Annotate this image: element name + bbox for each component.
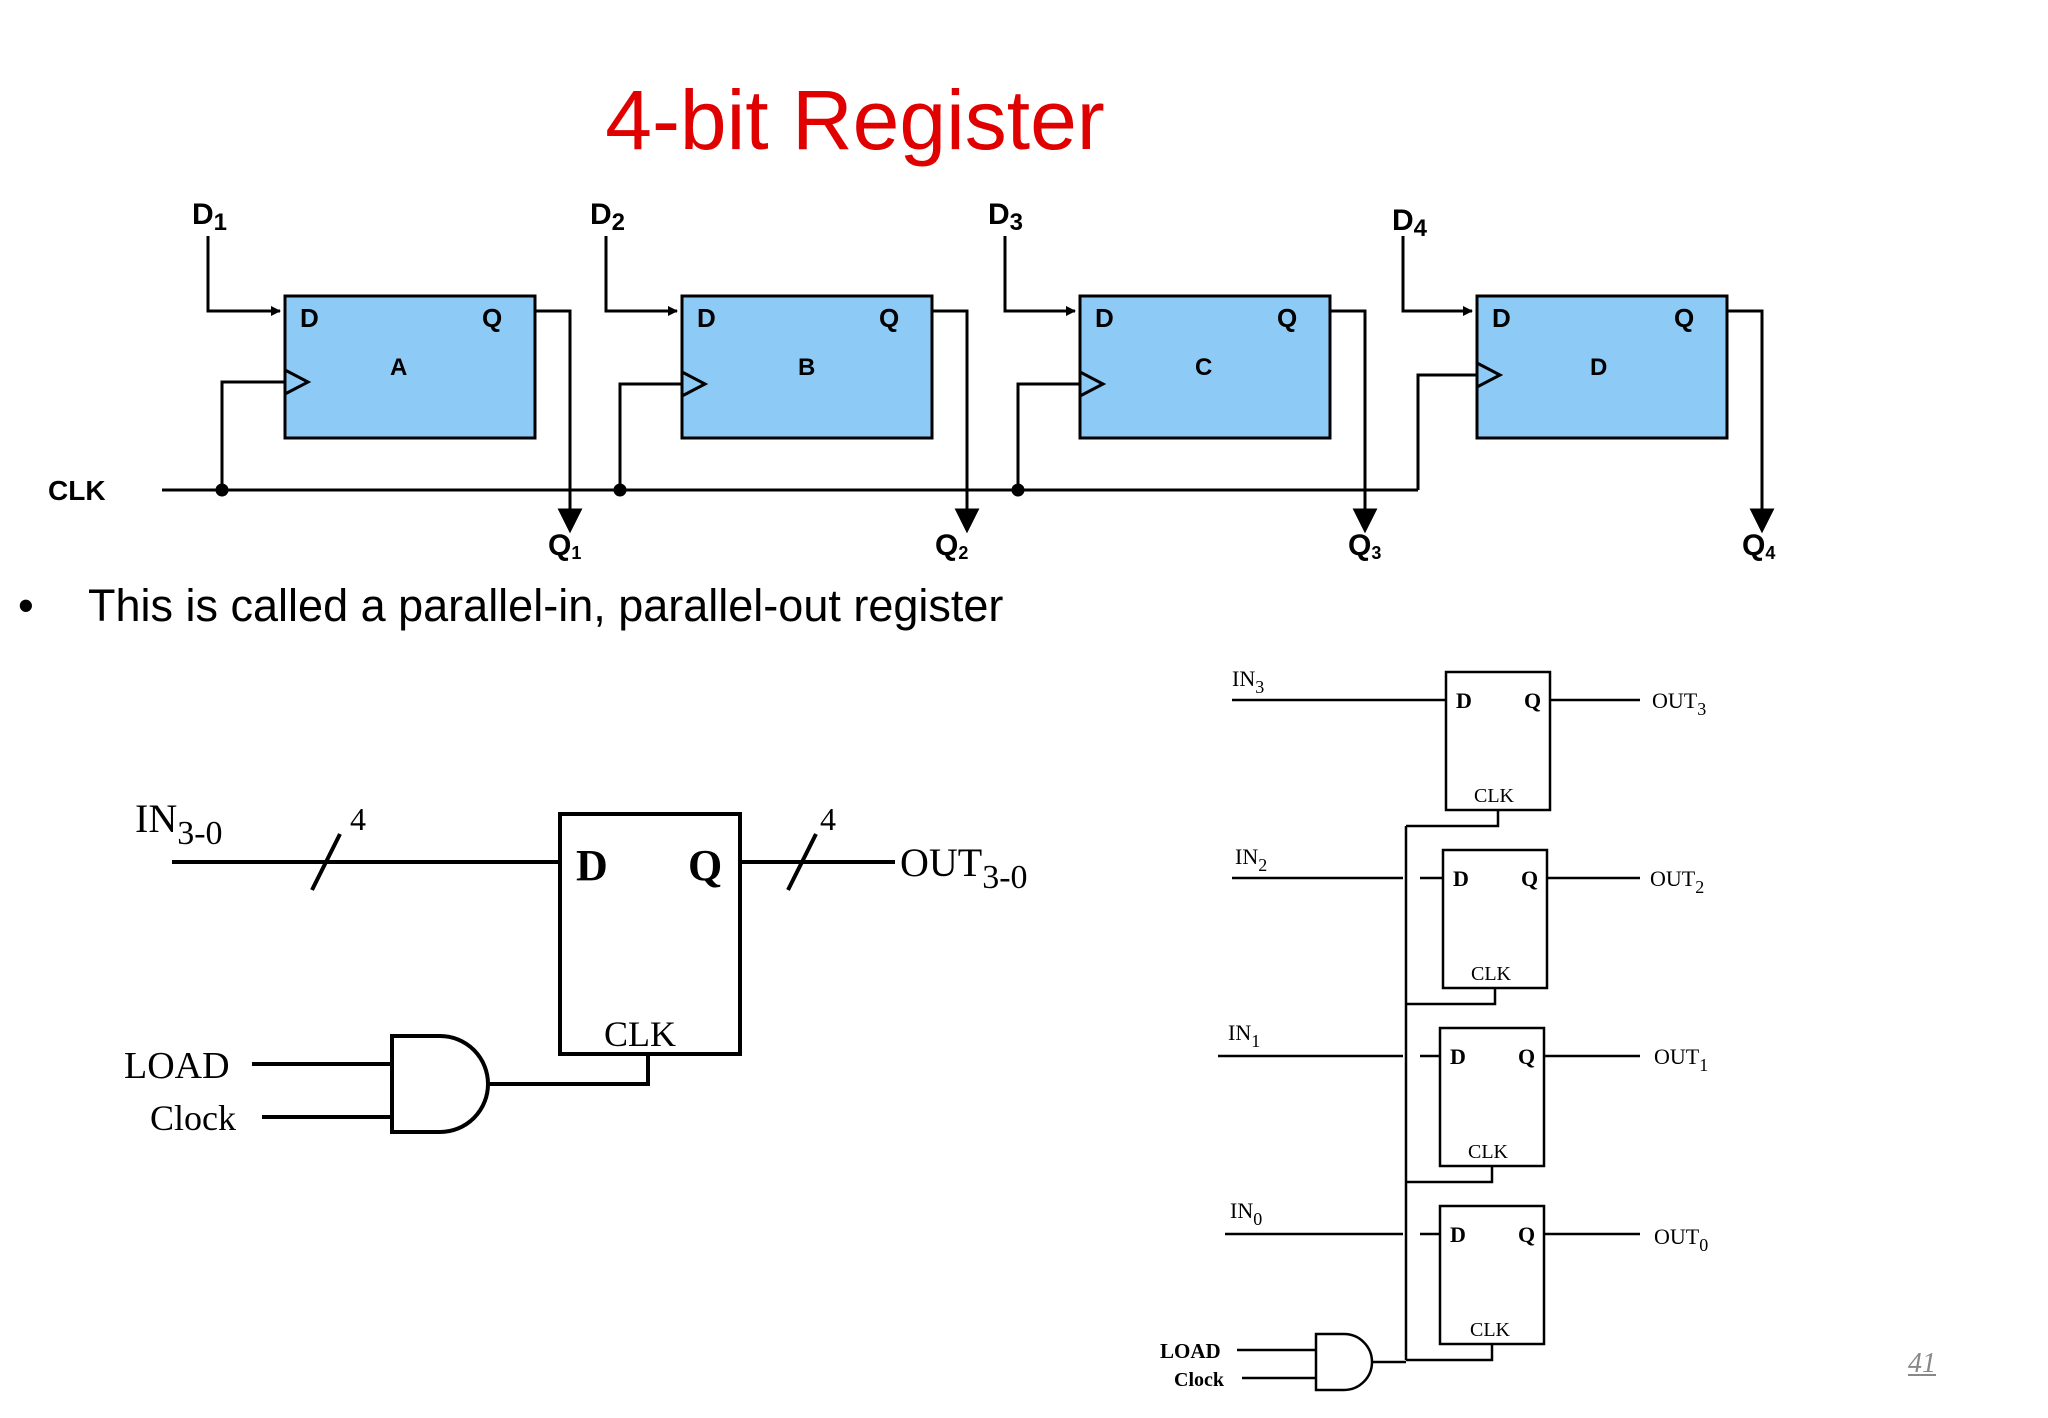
clk-a-wire <box>220 380 285 490</box>
and-gate <box>390 1034 490 1134</box>
block-clock-label: Clock <box>150 1098 236 1138</box>
clk-a-triangle <box>284 368 312 396</box>
detail-in3-label: IN3 <box>1232 666 1264 697</box>
detail-ff0-q-port: Q <box>1518 1222 1535 1247</box>
block-output-label: OUT3-0 <box>900 840 1028 896</box>
q2-wire <box>932 309 969 518</box>
flipflop-c-d-port: D <box>1095 303 1114 333</box>
clk1-tap <box>1406 1166 1494 1184</box>
block-d-port: D <box>576 841 608 890</box>
input-label-d3: D3 <box>988 198 1023 236</box>
clk-c-triangle <box>1079 370 1107 398</box>
q2-arrow <box>954 508 980 534</box>
q1-wire <box>535 309 572 518</box>
clk-c-wire <box>1016 382 1080 490</box>
clk2-tap <box>1406 988 1497 1006</box>
detail-ff2-d-port: D <box>1453 866 1469 891</box>
detail-in0-label: IN0 <box>1230 1198 1262 1229</box>
output-label-q4: Q4 <box>1742 529 1775 563</box>
block-load-label: LOAD <box>124 1045 230 1087</box>
flipflop-b-q-port: Q <box>879 303 899 333</box>
detail-ff3-d-port: D <box>1456 688 1472 713</box>
detail-out3-label: OUT3 <box>1652 688 1706 719</box>
top-register-labels: CLK D1 D2 D3 D4 D Q A D Q B D Q C D Q D … <box>48 198 1775 563</box>
d2-wire <box>604 236 678 316</box>
detail-out1-label: OUT1 <box>1654 1044 1708 1075</box>
q3-wire <box>1330 309 1367 518</box>
flipflop-a-q-port: Q <box>482 303 502 333</box>
detail-ff1-d-port: D <box>1450 1044 1466 1069</box>
clk0-tap <box>1406 1344 1494 1362</box>
bullet-point: • This is called a parallel-in, parallel-… <box>18 580 1003 632</box>
detail-ff2-q-port: Q <box>1521 866 1538 891</box>
detail-ff2-clk-port: CLK <box>1471 963 1512 985</box>
gate-to-clk-wire <box>488 1054 650 1086</box>
q3-arrow <box>1352 508 1378 534</box>
detail-ff0-clk-port: CLK <box>1470 1319 1511 1341</box>
flipflop-d-d-port: D <box>1492 303 1511 333</box>
detail-out0-label: OUT0 <box>1654 1224 1708 1255</box>
top-register-diagram <box>162 236 1775 534</box>
detail-in1-label: IN1 <box>1228 1020 1260 1051</box>
d4-wire <box>1401 236 1473 316</box>
detail-load-label: LOAD <box>1160 1339 1221 1363</box>
clk3-tap <box>1406 810 1500 828</box>
output-bus-slash <box>786 833 818 891</box>
clk-d-wire <box>1416 373 1477 490</box>
clock-label: CLK <box>48 475 106 506</box>
clk-d-triangle <box>1476 361 1504 389</box>
block-input-label: IN3-0 <box>135 796 223 852</box>
flipflop-d-box <box>1475 294 1729 440</box>
block-q-port: Q <box>688 841 722 890</box>
output-label-q2: Q2 <box>935 529 968 563</box>
detail-and-gate <box>1314 1332 1374 1392</box>
q4-wire <box>1727 309 1764 518</box>
input-label-d1: D1 <box>192 198 227 236</box>
flipflop-b-box <box>680 294 934 440</box>
d1-wire <box>206 236 281 316</box>
detail-ff3-clk-port: CLK <box>1474 785 1515 807</box>
detail-ff0-d-port: D <box>1450 1222 1466 1247</box>
output-label-q1: Q1 <box>548 529 581 563</box>
input-label-d4: D4 <box>1392 204 1428 242</box>
flipflop-c-q-port: Q <box>1277 303 1297 333</box>
detail-register-diagram <box>1218 670 1640 1392</box>
q4-arrow <box>1749 508 1775 534</box>
flipflop-c-name: C <box>1195 354 1212 381</box>
input-bus-slash <box>310 833 342 891</box>
bullet-dot-icon: • <box>18 580 34 631</box>
detail-ff3-q-port: Q <box>1524 688 1541 713</box>
slide-title: 4-bit Register <box>605 73 1105 167</box>
flipflop-a-box <box>283 294 537 440</box>
input-bus-width: 4 <box>350 801 366 837</box>
block-clk-port: CLK <box>604 1014 676 1054</box>
flipflop-c-box <box>1078 294 1332 440</box>
d3-wire <box>1003 236 1076 316</box>
flipflop-a-d-port: D <box>300 303 319 333</box>
flipflop-a-name: A <box>390 354 407 381</box>
detail-register-labels: IN3 IN2 IN1 IN0 OUT3 OUT2 OUT1 OUT0 D Q … <box>1160 666 1708 1391</box>
flipflop-b-d-port: D <box>697 303 716 333</box>
detail-ff1-clk-port: CLK <box>1468 1141 1509 1163</box>
output-label-q3: Q3 <box>1348 529 1381 563</box>
block-register-labels: IN3-0 4 4 OUT3-0 D Q CLK LOAD Clock <box>124 796 1028 1138</box>
detail-out2-label: OUT2 <box>1650 866 1704 897</box>
clk-b-wire <box>618 382 682 490</box>
block-register-diagram <box>172 812 895 1134</box>
flipflop-d-name: D <box>1590 354 1607 381</box>
flipflop-d-q-port: Q <box>1674 303 1694 333</box>
q1-arrow <box>557 508 583 534</box>
clk-b-triangle <box>681 370 709 398</box>
page-number: 41 <box>1908 1348 1936 1379</box>
detail-in2-label: IN2 <box>1235 844 1267 875</box>
detail-clock-label: Clock <box>1174 1369 1225 1391</box>
bullet-text: This is called a parallel-in, parallel-o… <box>88 580 1004 631</box>
output-bus-width: 4 <box>820 801 836 837</box>
input-label-d2: D2 <box>590 198 625 236</box>
detail-ff1-q-port: Q <box>1518 1044 1535 1069</box>
flipflop-b-name: B <box>798 354 815 381</box>
